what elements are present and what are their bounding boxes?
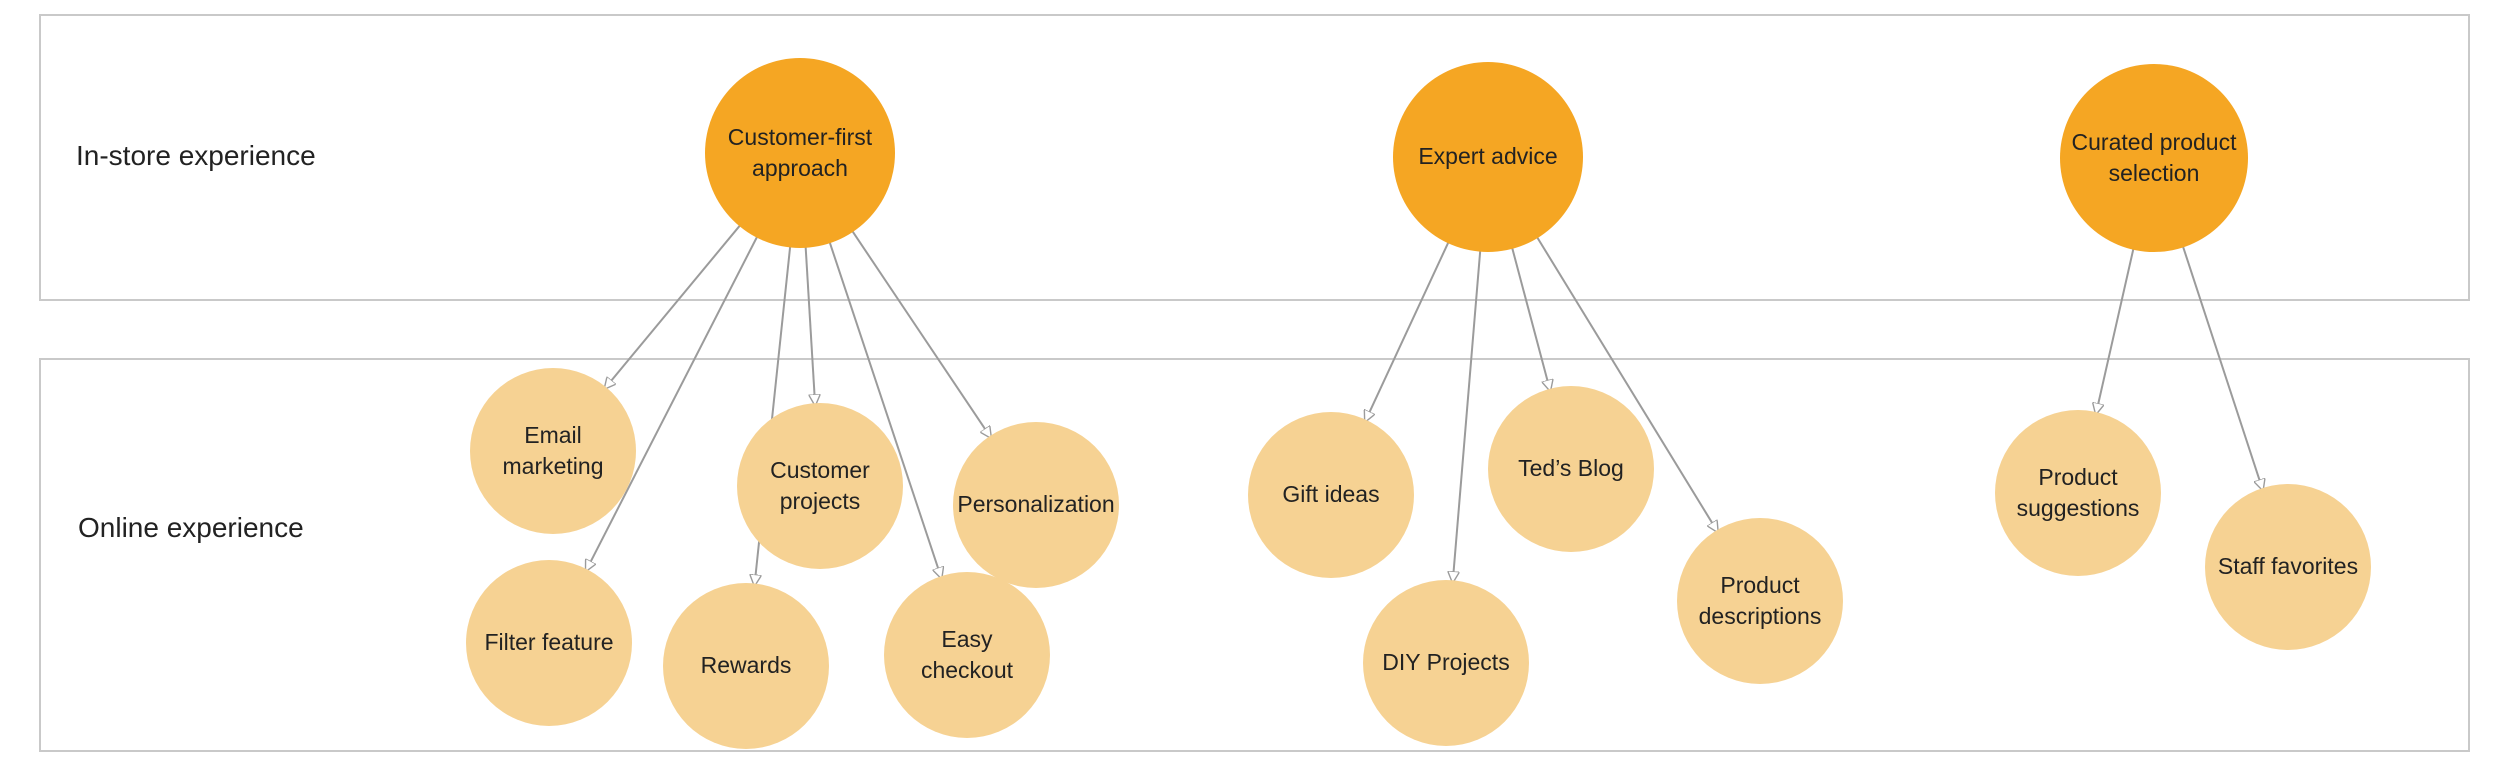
- product-descriptions-label: Product descriptions: [1698, 571, 1822, 629]
- expert-advice-node: Expert advice: [1393, 62, 1583, 252]
- customer-projects-label: Customer projects: [770, 456, 870, 514]
- gift-ideas-label: Gift ideas: [1282, 481, 1380, 508]
- staff-favorites-node: Staff favorites: [2205, 484, 2371, 650]
- arrow-expert-advice-to-gift-ideas: [1365, 239, 1451, 422]
- gift-ideas-node: Gift ideas: [1248, 412, 1414, 578]
- arrow-customer-first-to-personalization: [849, 228, 991, 438]
- filter-feature-label: Filter feature: [484, 629, 614, 656]
- teds-blog-node: Ted’s Blog: [1488, 386, 1654, 552]
- arrow-curated-selection-to-product-suggestions: [2096, 245, 2136, 414]
- teds-blog-label: Ted’s Blog: [1518, 455, 1624, 482]
- rewards-label: Rewards: [700, 652, 792, 679]
- arrow-expert-advice-to-teds-blog: [1510, 244, 1550, 391]
- easy-checkout-label: Easy checkout: [920, 625, 1014, 683]
- customer-first-approach-label: Customer-first approach: [727, 123, 873, 181]
- arrow-expert-advice-to-diy-projects: [1453, 247, 1482, 583]
- product-descriptions-node: Product descriptions: [1677, 518, 1843, 684]
- customer-projects-node: Customer projects: [737, 403, 903, 569]
- diy-projects-label: DIY Projects: [1382, 649, 1510, 676]
- customer-first-approach-node: Customer-first approach: [705, 58, 895, 248]
- product-suggestions-label: Product suggestions: [2016, 463, 2140, 521]
- rewards-node: Rewards: [663, 583, 829, 749]
- arrow-customer-first-to-customer-projects: [804, 243, 815, 405]
- easy-checkout-node: Easy checkout: [884, 572, 1050, 738]
- personalization-node: Personalization: [953, 422, 1119, 588]
- product-suggestions-node: Product suggestions: [1995, 410, 2161, 576]
- personalization-label: Personalization: [957, 491, 1115, 518]
- arrow-curated-selection-to-staff-favorites: [2181, 243, 2263, 490]
- email-marketing-node: Email marketing: [470, 368, 636, 534]
- arrow-customer-first-to-easy-checkout: [827, 239, 942, 578]
- curated-product-selection-node: Curated product selection: [2060, 64, 2248, 252]
- expert-advice-label: Expert advice: [1418, 143, 1558, 170]
- arrow-customer-first-to-email-marketing: [605, 222, 743, 389]
- arrow-customer-first-to-filter-feature: [586, 233, 760, 571]
- online-band-label: Online experience: [78, 512, 304, 543]
- curated-product-selection-label: Curated product selection: [2071, 128, 2237, 186]
- filter-feature-node: Filter feature: [466, 560, 632, 726]
- email-marketing-label: Email marketing: [502, 421, 604, 479]
- staff-favorites-label: Staff favorites: [2217, 553, 2359, 580]
- diy-projects-node: DIY Projects: [1363, 580, 1529, 746]
- arrow-expert-advice-to-product-descriptions: [1534, 234, 1718, 532]
- in-store-band-label: In-store experience: [76, 140, 316, 171]
